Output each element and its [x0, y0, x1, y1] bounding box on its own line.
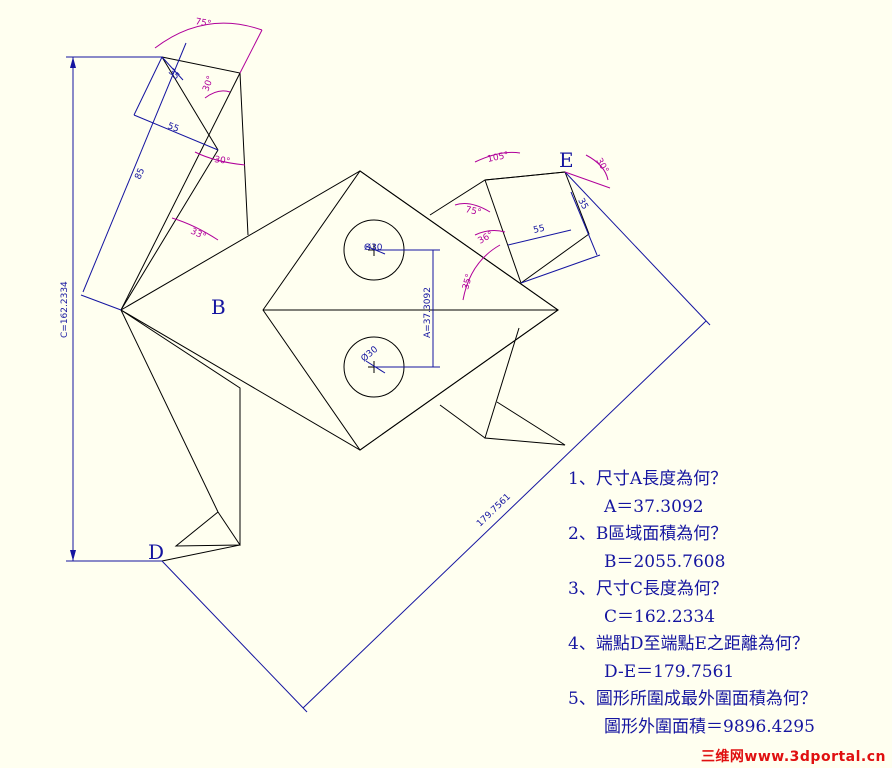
dim-de-text: 179.7561: [475, 492, 513, 529]
dim-85-ext: [80, 294, 122, 311]
arc-75-right: [454, 203, 491, 213]
right-lower-leg-edge: [439, 404, 486, 439]
dim-c-text: C=162.2334: [60, 281, 70, 338]
dia-top-leader: [365, 245, 386, 255]
angle-arcs: [154, 22, 611, 301]
question-2: 2、B區域面積為何？: [568, 524, 728, 544]
dia-top-text: Ø30: [364, 242, 383, 253]
angle-105: 105°: [487, 151, 510, 165]
angle-35: 35°: [461, 273, 475, 291]
dim-de-ext-e: [564, 171, 711, 326]
dia-bottom-leader: [365, 360, 386, 374]
upper-arm-edge: [120, 72, 241, 311]
question-4: 4、端點D至端點E之距離為何？: [568, 634, 809, 654]
angle-36: 36°: [477, 230, 496, 247]
angle-30-a: 30°: [201, 75, 216, 93]
answer-5: 圖形外圍面積＝9896.4295: [604, 716, 815, 737]
dim-55b-line: [507, 229, 572, 246]
dia-bottom-text: Ø30: [359, 344, 380, 365]
right-upper-leg-inner2: [484, 171, 566, 181]
left-lower-foot: [174, 511, 241, 547]
arc-105: [474, 151, 521, 163]
dim-85-line: [82, 42, 187, 293]
dim-35a-text: 35: [166, 67, 181, 82]
angle-30-b: 30°: [214, 155, 231, 167]
dim-c-arrow-bottom: [70, 550, 76, 561]
outline: [120, 56, 590, 562]
arc-30-e-ext: [564, 171, 611, 189]
angle-75-top: 75°: [194, 17, 211, 30]
angle-75-right: 75°: [464, 205, 482, 218]
upper-arm-diag: [120, 149, 219, 311]
dim-85-text: 85: [134, 167, 148, 181]
dim-35b-text: 35: [575, 197, 589, 212]
answer-4: D-E＝179.7561: [604, 661, 735, 682]
blue-dimensions: [66, 42, 711, 713]
arc-75-top-ext: [239, 29, 263, 74]
arc-30-e: [585, 154, 609, 181]
label-e: E: [559, 148, 574, 172]
answer-2: B＝2055.7608: [604, 551, 726, 572]
arc-30-b: [194, 151, 246, 166]
question-1: 1、尺寸A長度為何？: [568, 469, 728, 489]
dim-35a-line: [161, 56, 184, 81]
dim-35b-ext: [520, 254, 601, 284]
dim-55b-text: 55: [532, 224, 545, 236]
dim-55a-text: 55: [166, 121, 180, 134]
dim-de-ext-d: [161, 560, 308, 713]
answer-1: A＝37.3092: [604, 496, 704, 517]
angle-33: 33°: [189, 227, 208, 243]
angle-30-e: 30°: [593, 157, 610, 176]
dim-55a-line: [133, 56, 163, 116]
arc-35: [462, 244, 501, 301]
right-lower-leg: [484, 327, 566, 446]
arc-75-top: [154, 22, 263, 49]
arc-36: [474, 230, 506, 236]
arc-33: [171, 217, 219, 241]
dim-35b-line: [570, 191, 598, 256]
right-upper-leg: [429, 171, 590, 284]
label-b: B: [211, 295, 226, 319]
left-lower-leg: [120, 309, 241, 562]
dim-a-text: A=37.3092: [423, 287, 433, 338]
dim-55a-ext: [133, 114, 219, 151]
question-list: 1、尺寸A長度為何？ A＝37.3092 2、B區域面積為何？ B＝2055.7…: [568, 466, 817, 741]
watermark: 三维网www.3dportal.cn: [700, 749, 886, 765]
answer-3: C＝162.2334: [604, 606, 716, 627]
arc-30-a: [204, 90, 231, 99]
dim-de-line: [302, 320, 707, 709]
label-d: D: [148, 540, 164, 564]
question-5: 5、圖形所圍成最外圍面積為何？: [568, 689, 817, 709]
left-lower-leg-inner: [120, 309, 219, 513]
question-3: 3、尺寸C長度為何？: [568, 579, 728, 599]
dim-c-arrow-top: [70, 57, 76, 68]
